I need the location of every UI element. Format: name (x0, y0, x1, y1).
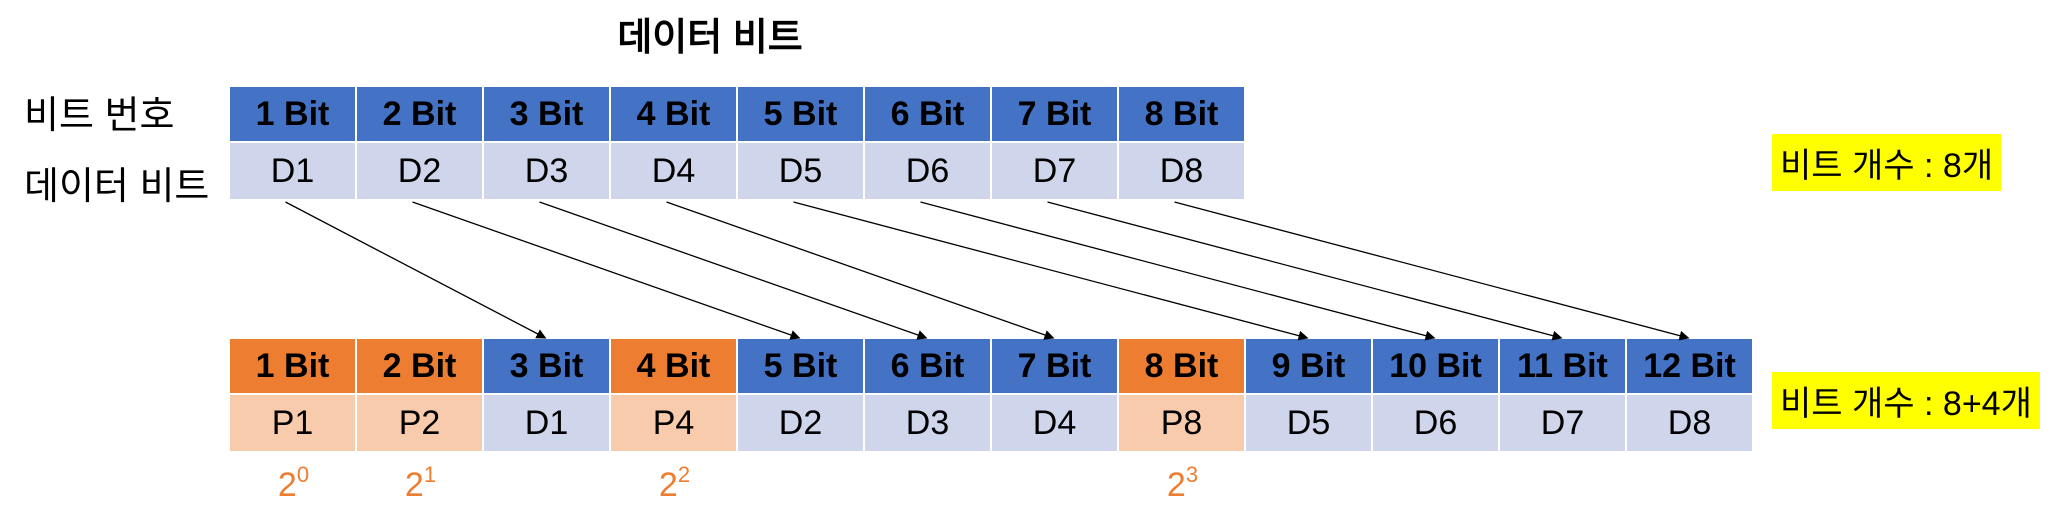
parity-bit-header: 2 Bit (357, 339, 484, 395)
mapping-arrow (666, 201, 1055, 340)
power-of-two-label: 23 (1119, 462, 1246, 505)
data-bit-header: 6 Bit (865, 339, 992, 395)
data-bit-header: 5 Bit (738, 339, 865, 395)
power-of-two-label: 21 (357, 462, 484, 505)
top-data-cell: D2 (357, 143, 484, 199)
data-bit-header: 10 Bit (1373, 339, 1500, 395)
data-bit-cell: D5 (1246, 395, 1373, 451)
top-bit-header: 2 Bit (357, 87, 484, 143)
power-base: 2 (1166, 466, 1186, 504)
data-bit-cell: D8 (1627, 395, 1754, 451)
parity-bit-header: 8 Bit (1119, 339, 1246, 395)
top-bit-header: 8 Bit (1119, 87, 1246, 143)
mapping-arrow (920, 201, 1436, 341)
power-exponent: 1 (423, 462, 437, 487)
mapping-arrow (539, 201, 928, 340)
power-exponent: 0 (296, 462, 310, 487)
data-bit-cell: D3 (865, 395, 992, 451)
mapping-arrow (793, 201, 1309, 341)
data-bit-cell: D1 (484, 395, 611, 451)
mapping-arrow (285, 201, 547, 339)
parity-bit-cell: P4 (611, 395, 738, 451)
diagram-title: 데이터 비트 (617, 17, 803, 59)
parity-bit-header: 4 Bit (611, 339, 738, 395)
top-data-cell: D1 (230, 143, 357, 199)
parity-bit-cell: P8 (1119, 395, 1246, 451)
top-data-cell: D6 (865, 143, 992, 199)
power-base: 2 (658, 466, 678, 504)
top-data-cell: D5 (738, 143, 865, 199)
power-base: 2 (277, 466, 297, 504)
top-bit-header: 5 Bit (738, 87, 865, 143)
parity-bit-cell: P1 (230, 395, 357, 451)
data-bit-header: 12 Bit (1627, 339, 1754, 395)
top-data-cell: D3 (484, 143, 611, 199)
top-bit-header: 6 Bit (865, 87, 992, 143)
data-bits-label: 데이터 비트 (24, 166, 210, 208)
top-bit-header: 3 Bit (484, 87, 611, 143)
top-bit-header: 7 Bit (992, 87, 1119, 143)
power-exponent: 2 (677, 462, 691, 487)
top-data-cell: D8 (1119, 143, 1246, 199)
bit-number-label: 비트 번호 (24, 95, 175, 137)
data-bit-header: 3 Bit (484, 339, 611, 395)
data-bit-cell: D4 (992, 395, 1119, 451)
power-of-two-label: 20 (230, 462, 357, 505)
data-bit-cell: D7 (1500, 395, 1627, 451)
power-exponent: 3 (1185, 462, 1199, 487)
top-data-cell: D4 (611, 143, 738, 199)
power-of-two-label: 22 (611, 462, 738, 505)
mapping-arrow (412, 201, 801, 340)
bottom-bit-count-badge: 비트 개수 : 8+4개 (1772, 372, 2040, 429)
mapping-arrow (1174, 201, 1690, 341)
parity-bit-header: 1 Bit (230, 339, 357, 395)
top-bit-count-badge: 비트 개수 : 8개 (1772, 134, 2002, 191)
data-bit-cell: D2 (738, 395, 865, 451)
power-base: 2 (404, 466, 424, 504)
data-bit-header: 7 Bit (992, 339, 1119, 395)
data-bit-cell: D6 (1373, 395, 1500, 451)
mapping-arrow (1047, 201, 1563, 341)
top-bit-header: 1 Bit (230, 87, 357, 143)
data-bit-header: 9 Bit (1246, 339, 1373, 395)
top-bit-header: 4 Bit (611, 87, 738, 143)
data-bit-header: 11 Bit (1500, 339, 1627, 395)
parity-bit-cell: P2 (357, 395, 484, 451)
top-data-cell: D7 (992, 143, 1119, 199)
